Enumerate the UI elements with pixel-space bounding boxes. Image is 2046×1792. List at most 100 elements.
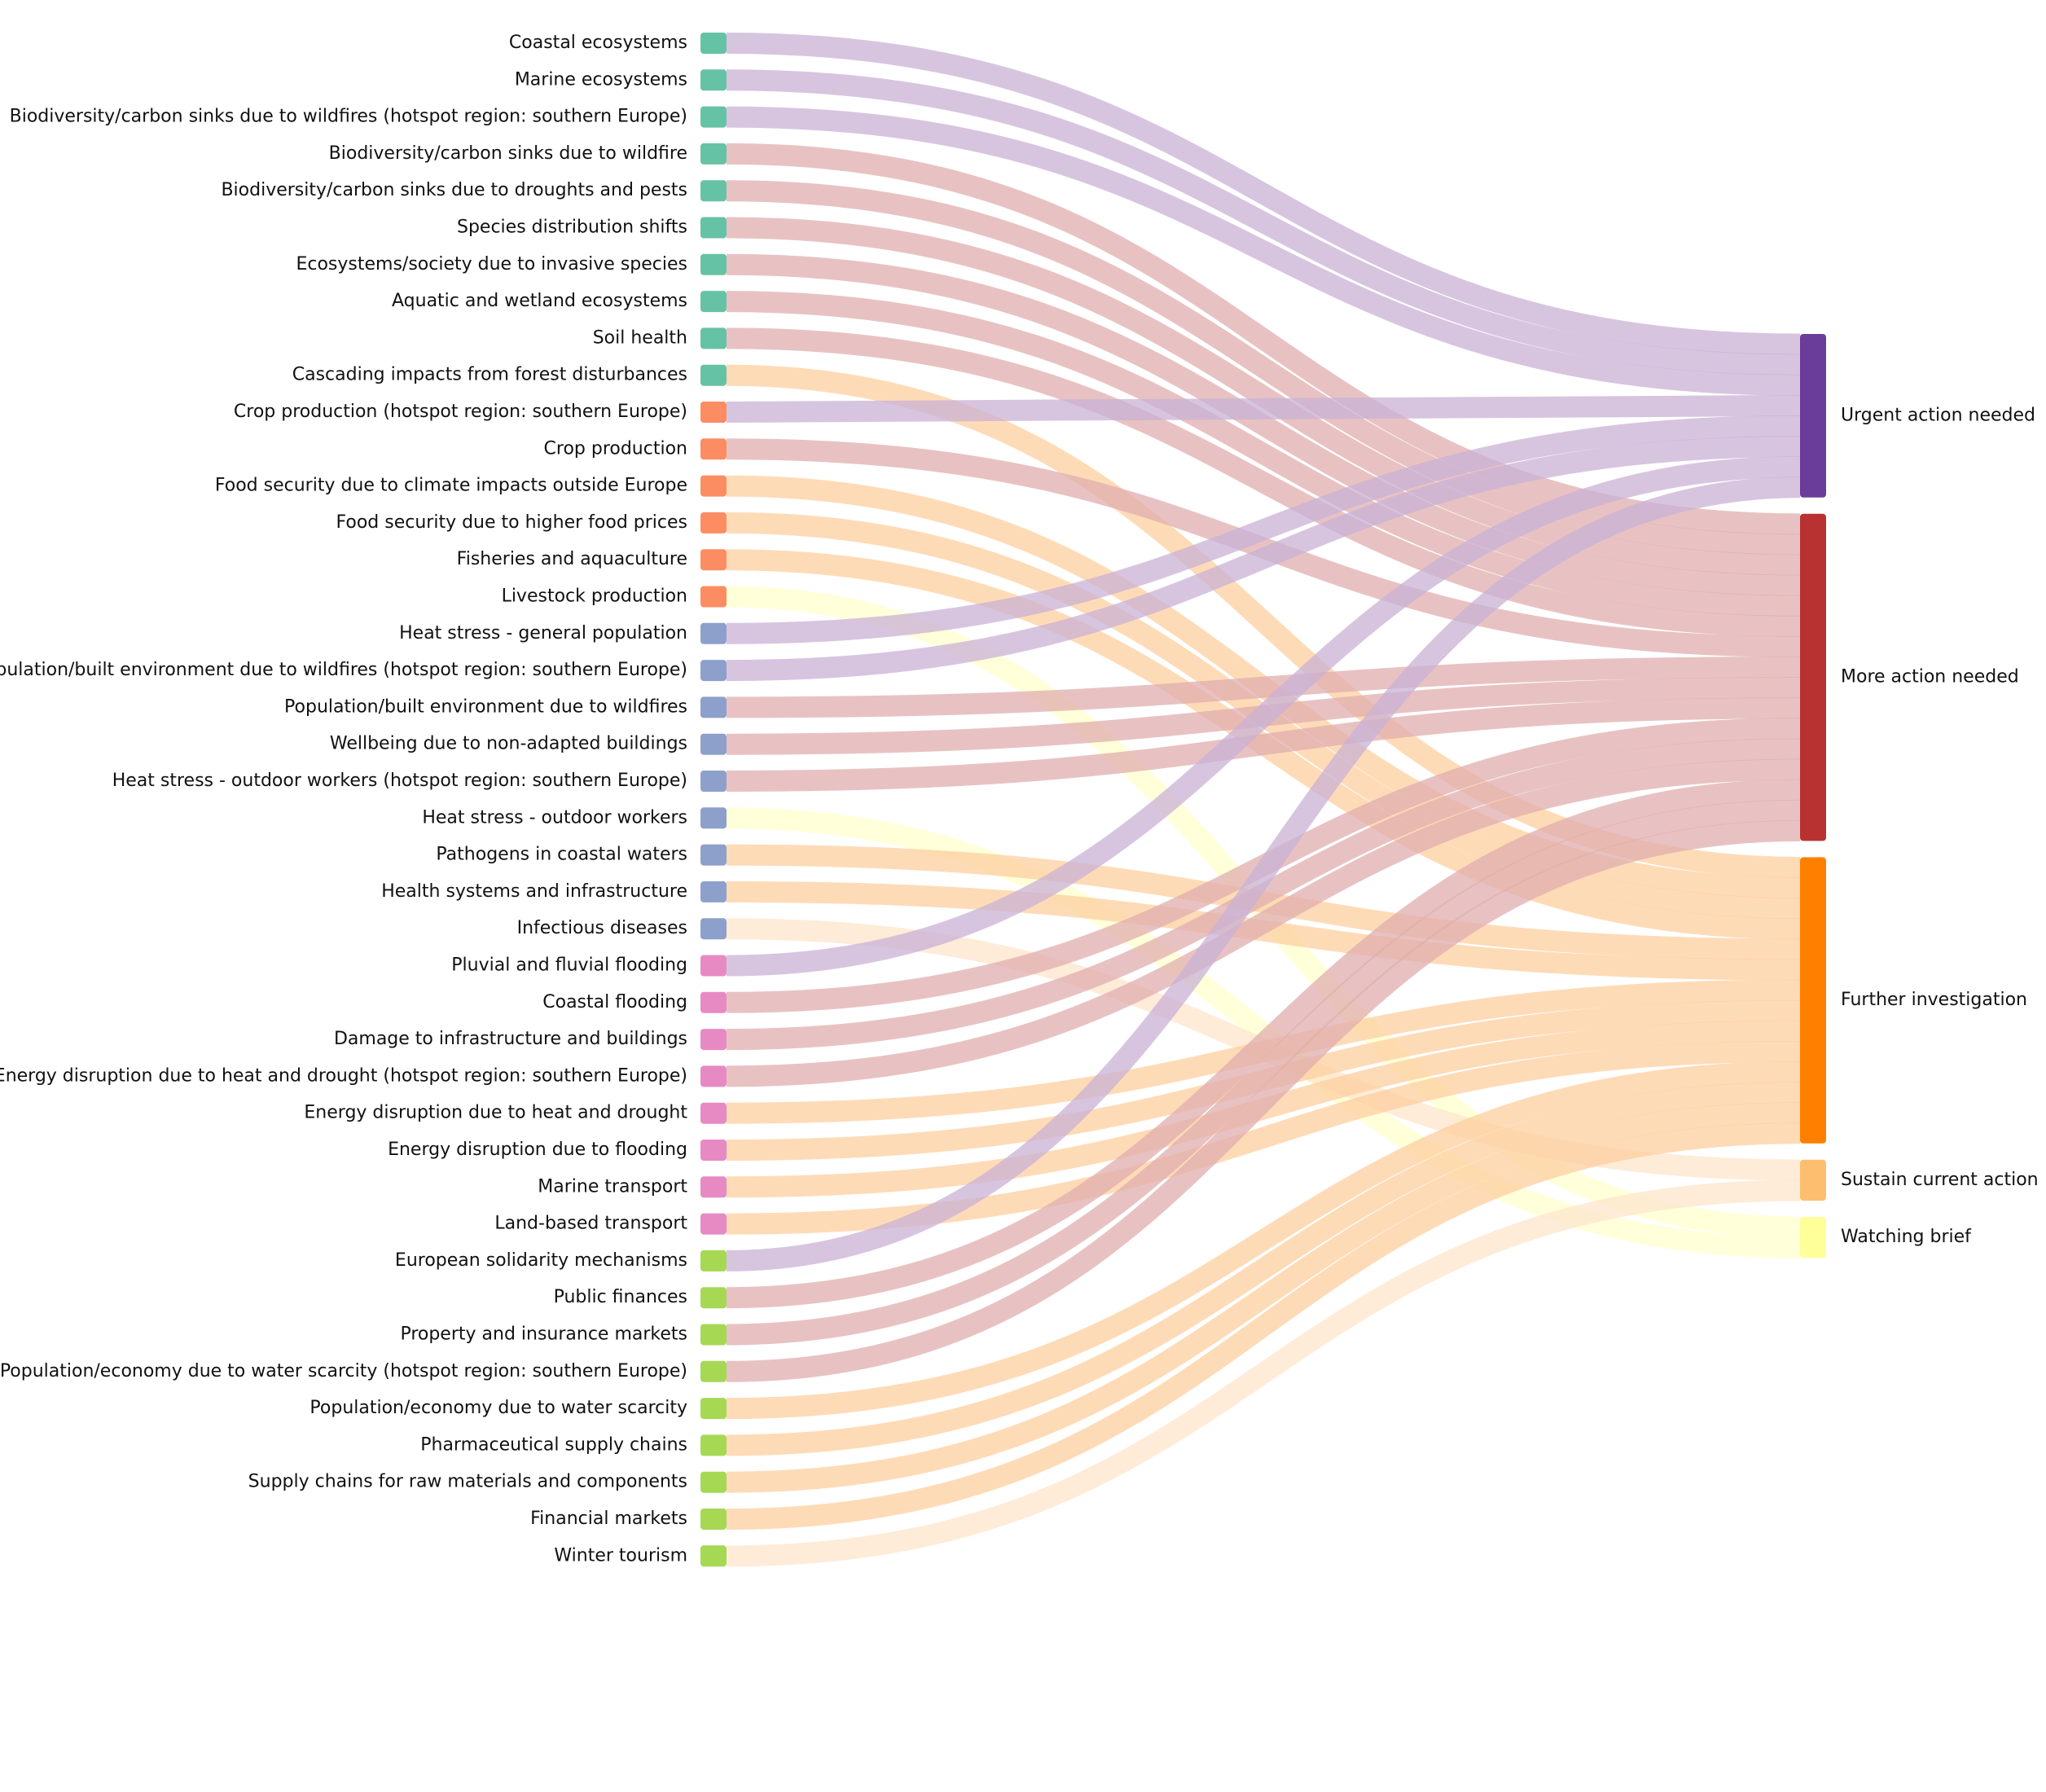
target-node-sustain (1800, 1159, 1826, 1201)
source-node-aquatic-and-wetland-ecosystems (700, 291, 727, 313)
source-label-coastal-flooding: Coastal flooding (542, 992, 687, 1012)
link-heat-stress-outdoor-workers-hotspot-region-southern-europe-to-more (726, 697, 1801, 792)
source-node-heat-stress-outdoor-workers-hotspot-region-southern-europe (700, 771, 727, 792)
source-node-infectious-diseases (700, 918, 727, 940)
source-label-marine-ecosystems: Marine ecosystems (515, 69, 687, 90)
source-label-european-solidarity-mechanisms: European solidarity mechanisms (395, 1250, 687, 1271)
source-label-health-systems-and-infrastructure: Health systems and infrastructure (381, 881, 687, 902)
source-node-crop-production (700, 438, 727, 460)
link-biodiversity-carbon-sinks-due-to-droughts-and-pests-to-more (726, 180, 1801, 556)
source-label-pluvial-and-fluvial-flooding: Pluvial and fluvial flooding (451, 955, 687, 976)
source-label-biodiversity-carbon-sinks-due-to-droughts-and-pests: Biodiversity/carbon sinks due to drought… (221, 180, 687, 200)
source-node-species-distribution-shifts (700, 217, 727, 239)
link-supply-chains-for-raw-materials-and-components-to-further (726, 1102, 1801, 1493)
source-node-biodiversity-carbon-sinks-due-to-wildfires-hotspot-region-southern-europe (700, 106, 727, 128)
source-label-infectious-diseases: Infectious diseases (517, 918, 687, 938)
source-node-land-based-transport (700, 1213, 727, 1235)
link-property-and-insurance-markets-to-more (726, 799, 1801, 1346)
source-node-financial-markets (700, 1509, 727, 1530)
source-label-population-economy-due-to-water-scarcity-hotspot-region-southern-europe: Population/economy due to water scarcity… (0, 1361, 687, 1381)
target-label-more: More action needed (1841, 667, 2019, 687)
link-population-economy-due-to-water-scarcity-to-further (726, 1061, 1801, 1420)
link-winter-tourism-to-sustain (726, 1179, 1801, 1567)
source-label-heat-stress-outdoor-workers-hotspot-region-southern-europe: Heat stress - outdoor workers (hotspot r… (112, 771, 687, 791)
source-label-biodiversity-carbon-sinks-due-to-wildfire: Biodiversity/carbon sinks due to wildfir… (329, 143, 687, 164)
source-label-energy-disruption-due-to-heat-and-drought: Energy disruption due to heat and drough… (304, 1103, 687, 1123)
source-node-coastal-flooding (700, 991, 727, 1013)
sankey-links (726, 33, 1801, 1567)
source-label-cascading-impacts-from-forest-disturbances: Cascading impacts from forest disturbanc… (292, 365, 687, 385)
source-label-aquatic-and-wetland-ecosystems: Aquatic and wetland ecosystems (392, 291, 687, 311)
link-crop-production-hotspot-region-southern-europe-to-urgent (726, 394, 1801, 423)
source-label-food-security-due-to-climate-impacts-outside-europe: Food security due to climate impacts out… (215, 476, 687, 496)
target-node-watching (1800, 1217, 1826, 1258)
link-european-solidarity-mechanisms-to-urgent (726, 477, 1801, 1272)
source-label-crop-production: Crop production (544, 438, 687, 459)
source-label-food-security-due-to-higher-food-prices: Food security due to higher food prices (336, 512, 687, 533)
source-label-land-based-transport: Land-based transport (494, 1214, 687, 1234)
link-aquatic-and-wetland-ecosystems-to-more (726, 291, 1801, 617)
source-label-livestock-production: Livestock production (502, 586, 687, 607)
link-biodiversity-carbon-sinks-due-to-wildfires-hotspot-region-southern-europe-to-urgent (726, 106, 1801, 396)
link-public-finances-to-more (726, 779, 1801, 1309)
source-label-property-and-insurance-markets: Property and insurance markets (400, 1324, 687, 1345)
target-label-sustain: Sustain current action (1841, 1170, 2039, 1190)
source-label-heat-stress-outdoor-workers: Heat stress - outdoor workers (422, 807, 687, 828)
source-node-biodiversity-carbon-sinks-due-to-wildfire (700, 143, 727, 165)
link-damage-to-infrastructure-and-buildings-to-more (726, 738, 1801, 1051)
link-population-built-environment-due-to-wildfires-hotspot-region-southern-europe-to-urgent (726, 436, 1801, 682)
link-coastal-ecosystems-to-urgent (726, 33, 1801, 355)
source-node-livestock-production (700, 586, 727, 608)
source-node-fisheries-and-aquaculture (700, 549, 727, 571)
target-node-more (1800, 513, 1826, 841)
source-label-coastal-ecosystems: Coastal ecosystems (509, 33, 687, 53)
source-node-energy-disruption-due-to-flooding (700, 1140, 727, 1161)
source-node-food-security-due-to-higher-food-prices (700, 512, 727, 534)
link-ecosystems-society-due-to-invasive-species-to-more (726, 253, 1801, 596)
source-node-property-and-insurance-markets (700, 1324, 727, 1346)
source-node-ecosystems-society-due-to-invasive-species (700, 253, 727, 275)
source-label-species-distribution-shifts: Species distribution shifts (457, 217, 687, 238)
source-label-wellbeing-due-to-non-adapted-buildings: Wellbeing due to non-adapted buildings (330, 734, 687, 754)
source-node-coastal-ecosystems (700, 33, 727, 54)
source-node-energy-disruption-due-to-heat-and-drought-hotspot-region-southern-europe (700, 1065, 727, 1087)
link-soil-health-to-more (726, 327, 1801, 637)
link-population-economy-due-to-water-scarcity-hotspot-region-southern-europe-to-more (726, 819, 1801, 1382)
link-population-built-environment-due-to-wildfires-to-more (726, 657, 1801, 718)
source-label-damage-to-infrastructure-and-buildings: Damage to infrastructure and buildings (334, 1029, 687, 1049)
link-heat-stress-general-population-to-urgent (726, 415, 1801, 644)
source-label-winter-tourism: Winter tourism (554, 1545, 687, 1566)
source-node-pluvial-and-fluvial-flooding (700, 955, 727, 977)
link-pharmaceutical-supply-chains-to-further (726, 1082, 1801, 1456)
source-label-energy-disruption-due-to-heat-and-drought-hotspot-region-southern-europe: Energy disruption due to heat and drough… (0, 1065, 687, 1086)
source-label-ecosystems-society-due-to-invasive-species: Ecosystems/society due to invasive speci… (296, 254, 687, 275)
source-label-population-built-environment-due-to-wildfires: Population/built environment due to wild… (284, 696, 687, 717)
source-node-damage-to-infrastructure-and-buildings (700, 1029, 727, 1051)
source-node-biodiversity-carbon-sinks-due-to-droughts-and-pests (700, 180, 727, 202)
source-node-european-solidarity-mechanisms (700, 1250, 727, 1272)
target-label-watching: Watching brief (1841, 1227, 1972, 1247)
source-label-population-economy-due-to-water-scarcity: Population/economy due to water scarcity (310, 1398, 687, 1418)
source-label-public-finances: Public finances (554, 1287, 687, 1307)
source-node-food-security-due-to-climate-impacts-outside-europe (700, 475, 727, 497)
target-label-urgent: Urgent action needed (1841, 405, 2035, 425)
source-node-health-systems-and-infrastructure (700, 881, 727, 903)
source-node-soil-health (700, 327, 727, 349)
link-energy-disruption-due-to-heat-and-drought-hotspot-region-southern-europe-to-more (726, 758, 1801, 1087)
source-node-marine-ecosystems (700, 69, 727, 91)
source-label-population-built-environment-due-to-wildfires-hotspot-region-southern-europe: Population/built environment due to wild… (0, 660, 687, 680)
link-pluvial-and-fluvial-flooding-to-urgent (726, 456, 1801, 977)
target-node-further (1800, 857, 1826, 1144)
source-label-soil-health: Soil health (593, 327, 687, 348)
source-node-marine-transport (700, 1176, 727, 1198)
source-label-energy-disruption-due-to-flooding: Energy disruption due to flooding (388, 1140, 687, 1160)
source-node-supply-chains-for-raw-materials-and-components (700, 1471, 727, 1493)
source-node-population-built-environment-due-to-wildfires-hotspot-region-southern-europe (700, 660, 727, 682)
target-node-urgent (1800, 334, 1826, 498)
source-node-pathogens-in-coastal-waters (700, 844, 727, 866)
link-financial-markets-to-further (726, 1122, 1801, 1530)
source-label-supply-chains-for-raw-materials-and-components: Supply chains for raw materials and comp… (248, 1472, 687, 1492)
source-node-crop-production-hotspot-region-southern-europe (700, 402, 727, 423)
source-label-heat-stress-general-population: Heat stress - general population (399, 623, 687, 643)
source-node-cascading-impacts-from-forest-disturbances (700, 364, 727, 386)
